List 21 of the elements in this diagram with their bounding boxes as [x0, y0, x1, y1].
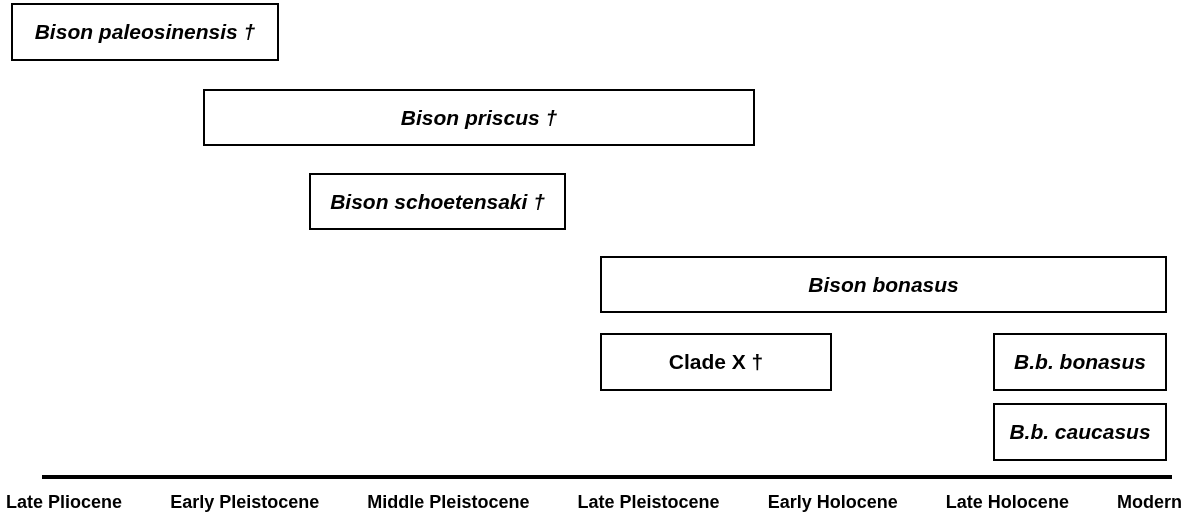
period-label: Modern — [1117, 492, 1182, 513]
taxon-name: Bison schoetensaki † — [330, 189, 545, 214]
taxon-name: Bison paleosinensis † — [34, 20, 256, 44]
taxon-bar — [600, 256, 1167, 313]
taxon-bar — [993, 333, 1167, 391]
taxon-name: B.b. bonasus — [1014, 350, 1146, 374]
taxon-bar — [11, 3, 279, 61]
taxon-bar — [203, 89, 755, 146]
period-label: Early Holocene — [767, 492, 898, 513]
taxon-bar — [309, 173, 566, 230]
period-label: Late Pliocene — [6, 492, 123, 513]
taxon-name: B.b. caucasus — [1009, 420, 1151, 444]
taxon-bar — [600, 333, 832, 391]
taxon-name: Bison bonasus — [808, 272, 959, 297]
taxon-name: Clade X † — [668, 350, 764, 374]
period-label: Early Pleistocene — [170, 492, 320, 513]
period-label: Late Pleistocene — [577, 492, 720, 513]
period-label: Late Holocene — [945, 492, 1069, 513]
taxon-name: Bison priscus † — [400, 105, 558, 130]
period-label: Middle Pleistocene — [367, 492, 530, 513]
taxon-bar — [993, 403, 1167, 461]
